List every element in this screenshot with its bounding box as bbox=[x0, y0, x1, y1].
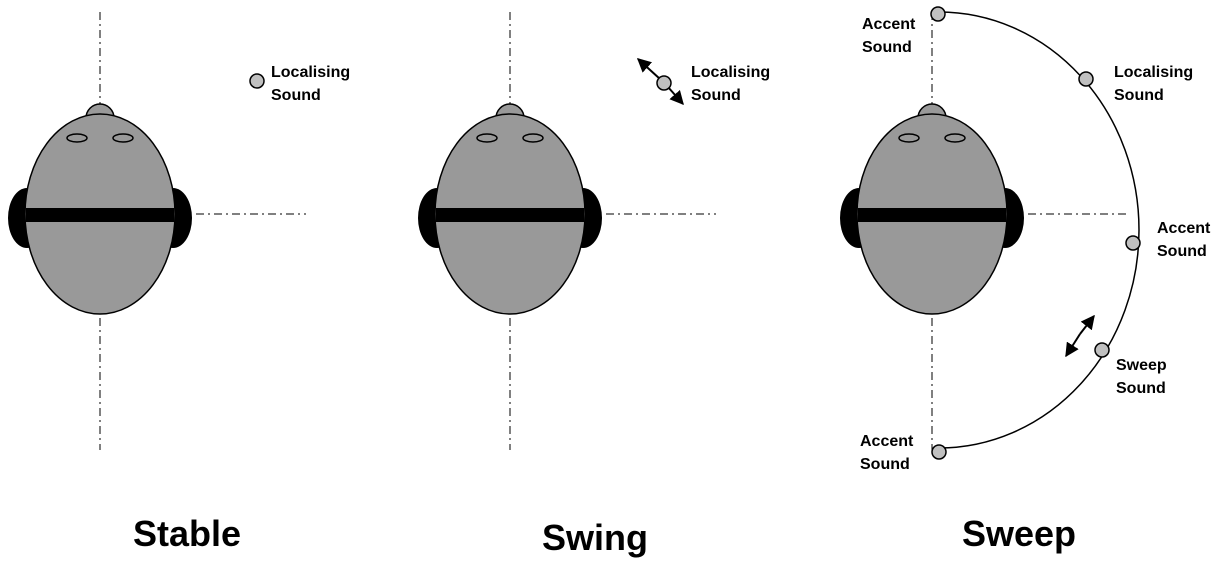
headphone-band bbox=[436, 208, 584, 222]
caption-swing: Swing bbox=[542, 517, 648, 558]
accent-sound-side-dot bbox=[1125, 235, 1141, 251]
headphone-band bbox=[858, 208, 1006, 222]
localising-sound-label-line1: Localising bbox=[1114, 64, 1193, 81]
caption-sweep: Sweep bbox=[962, 513, 1076, 554]
left-eye-shape bbox=[898, 133, 920, 143]
localising-sound-label-line2: Sound bbox=[691, 87, 741, 104]
caption-stable: Stable bbox=[133, 513, 241, 554]
localising-sound-dot bbox=[249, 73, 265, 89]
head-icon bbox=[8, 103, 192, 315]
accent-sound-bottom-dot bbox=[931, 444, 947, 460]
localising-sound-dot bbox=[1078, 71, 1094, 87]
headphone-band bbox=[26, 208, 174, 222]
localising-sound-label-line1: Localising bbox=[691, 64, 770, 81]
accent-sound-top-dot bbox=[930, 6, 946, 22]
accent-sound-top-label-line2: Sound bbox=[862, 39, 912, 56]
accent-sound-top-label-line1: Accent bbox=[862, 16, 916, 33]
accent-sound-side-label-line1: Accent bbox=[1157, 220, 1211, 237]
sweep-arrow-up-icon bbox=[1079, 314, 1095, 335]
sweep-sound-label-line2: Sound bbox=[1116, 380, 1166, 397]
localising-sound-label-line2: Sound bbox=[271, 87, 321, 104]
left-eye-shape bbox=[66, 133, 88, 143]
sweep-arc bbox=[938, 11, 1140, 449]
accent-sound-side-label-line2: Sound bbox=[1157, 243, 1207, 260]
localising-sound-label-line1: Localising bbox=[271, 64, 350, 81]
right-eye-shape bbox=[522, 133, 544, 143]
panel-stable: Localising Sound Stable bbox=[8, 12, 350, 554]
panel-swing: Localising Sound Swing bbox=[418, 12, 770, 558]
right-eye-shape bbox=[112, 133, 134, 143]
head-icon bbox=[418, 103, 602, 315]
panel-sweep: Accent Sound Localising Sound Accent Sou… bbox=[840, 6, 1211, 554]
swing-arrow-up-icon bbox=[636, 58, 661, 80]
left-eye-shape bbox=[476, 133, 498, 143]
sweep-arrow-down-icon bbox=[1065, 333, 1081, 358]
head-icon bbox=[840, 103, 1024, 315]
accent-sound-bottom-label-line2: Sound bbox=[860, 456, 910, 473]
sweep-sound-label-line1: Sweep bbox=[1116, 357, 1167, 374]
localising-sound-label-line2: Sound bbox=[1114, 87, 1164, 104]
localising-sound-dot bbox=[656, 75, 672, 91]
swing-arrow-down-icon bbox=[667, 86, 684, 106]
accent-sound-bottom-label-line1: Accent bbox=[860, 433, 914, 450]
right-eye-shape bbox=[944, 133, 966, 143]
sweep-sound-dot bbox=[1094, 342, 1110, 358]
